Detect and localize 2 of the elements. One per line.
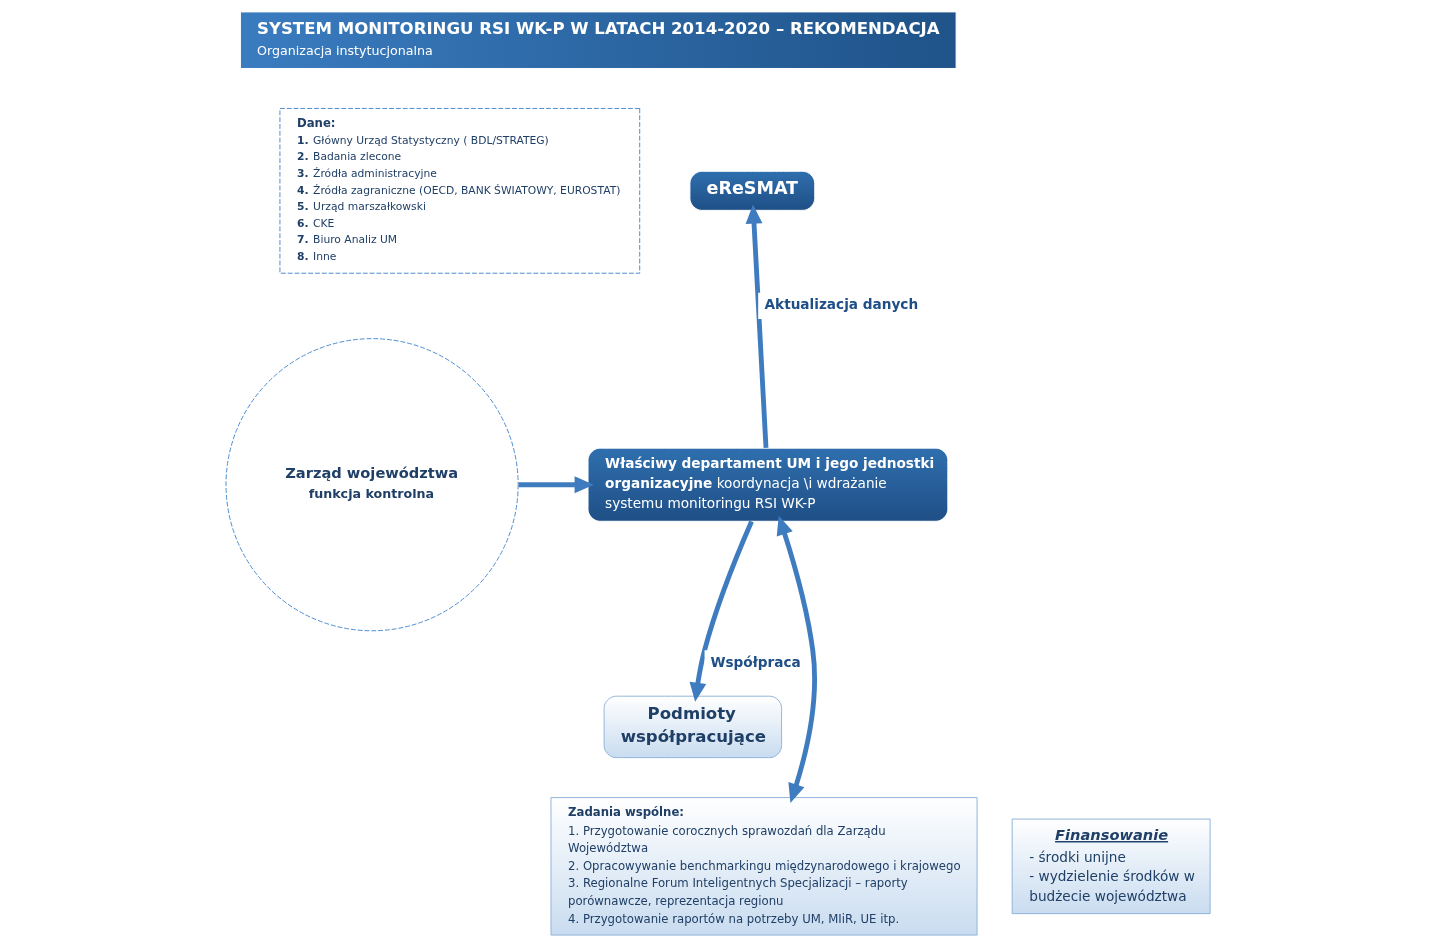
edge-label: Współpraca — [709, 653, 801, 670]
edge-label: Aktualizacja danych — [764, 296, 918, 313]
